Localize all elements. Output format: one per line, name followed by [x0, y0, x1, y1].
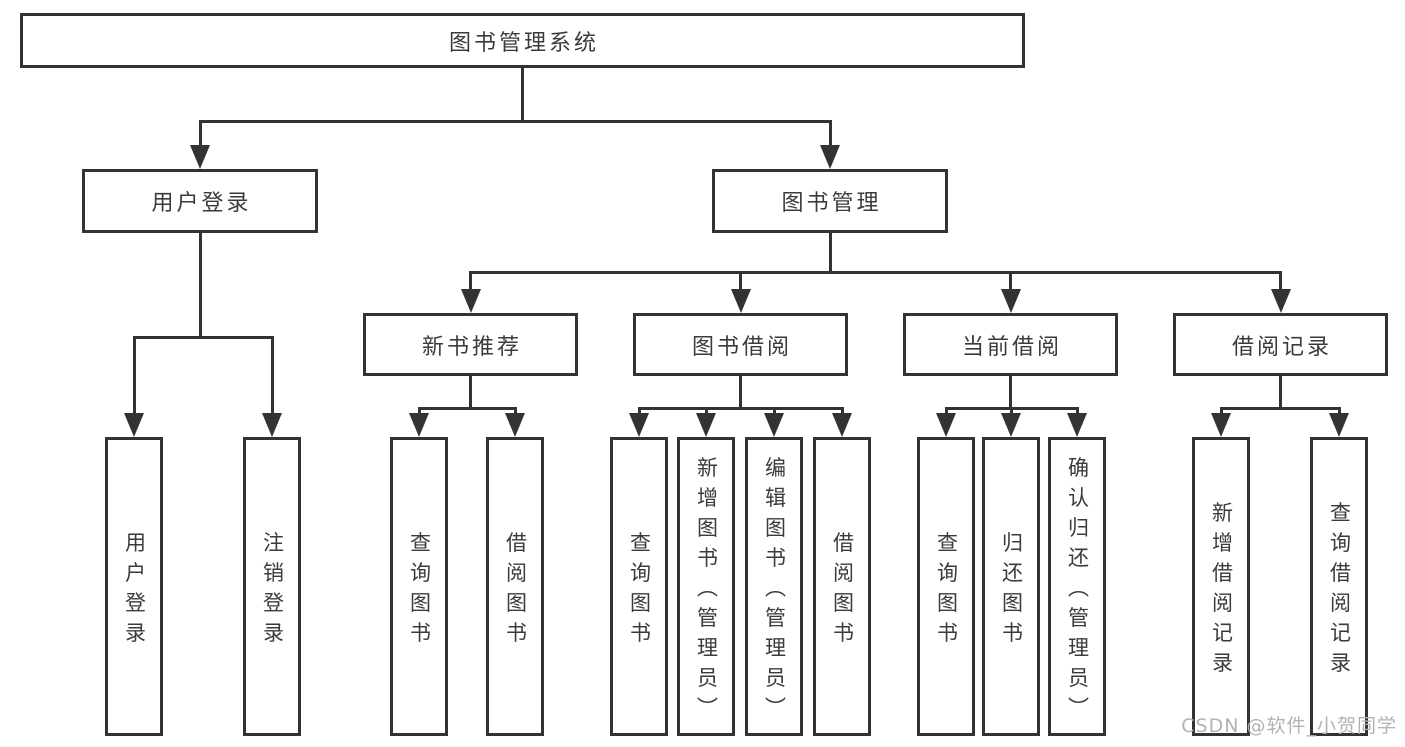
arrow-down-icon [820, 145, 840, 169]
arrow-down-icon [730, 289, 751, 313]
node-borrow-book-1-label: 借阅图书 [503, 531, 528, 651]
connector-line [1009, 271, 1012, 295]
node-current-borrow-label: 当前借阅 [961, 334, 1062, 360]
connector-line [469, 271, 472, 295]
node-book-borrow-label: 图书借阅 [691, 334, 792, 360]
node-logout-leaf-label: 注销登录 [260, 531, 285, 651]
node-query-borrow-record-label: 查询借阅记录 [1327, 501, 1352, 681]
node-query-book-2-label: 查询图书 [627, 531, 652, 651]
node-query-book-2: 查询图书 [610, 437, 668, 736]
arrow-down-icon [1001, 413, 1021, 437]
arrow-down-icon [505, 413, 525, 437]
node-user-login-leaf-label: 用户登录 [122, 531, 147, 651]
connector-line [1279, 271, 1282, 295]
arrow-down-icon [936, 413, 956, 437]
connector-line [198, 120, 202, 151]
node-logout-leaf: 注销登录 [243, 437, 301, 736]
arrow-down-icon [190, 145, 210, 169]
connector-line [739, 376, 742, 410]
arrow-down-icon [832, 413, 852, 437]
node-edit-book-label: 编辑图书（管理员） [762, 456, 787, 726]
node-borrow-book-2: 借阅图书 [813, 437, 871, 736]
arrow-down-icon [460, 289, 481, 313]
node-new-book-recommend: 新书推荐 [363, 313, 578, 376]
node-borrow-record-label: 借阅记录 [1231, 334, 1332, 360]
connector-line [1279, 376, 1282, 410]
arrow-down-icon [262, 413, 282, 437]
node-borrow-record: 借阅记录 [1173, 313, 1388, 376]
node-borrow-book-1: 借阅图书 [486, 437, 544, 736]
arrow-down-icon [409, 413, 429, 437]
node-add-book: 新增图书（管理员） [677, 437, 735, 736]
node-borrow-book-2-label: 借阅图书 [830, 531, 855, 651]
connector-line [198, 120, 832, 123]
connector-line [132, 336, 136, 419]
arrow-down-icon [629, 413, 649, 437]
watermark: CSDN @软件_小贺同学 [1181, 715, 1397, 737]
connector-line [1219, 407, 1341, 410]
node-add-book-label: 新增图书（管理员） [694, 456, 719, 726]
connector-line [828, 120, 832, 151]
connector-line [828, 233, 832, 274]
connector-line [637, 407, 844, 410]
node-new-book-recommend-label: 新书推荐 [421, 334, 522, 360]
arrow-down-icon [1329, 413, 1349, 437]
connector-line [270, 336, 274, 419]
node-return-book-label: 归还图书 [999, 531, 1024, 651]
connector-line [417, 407, 517, 410]
node-user-login-leaf: 用户登录 [105, 437, 163, 736]
node-query-book-3: 查询图书 [917, 437, 975, 736]
arrow-down-icon [764, 413, 784, 437]
node-confirm-return: 确认归还（管理员） [1048, 437, 1106, 736]
node-book-borrow: 图书借阅 [633, 313, 848, 376]
node-user-login: 用户登录 [82, 169, 318, 233]
arrow-down-icon [1270, 289, 1291, 313]
arrow-down-icon [1000, 289, 1021, 313]
node-current-borrow: 当前借阅 [903, 313, 1118, 376]
arrow-down-icon [124, 413, 144, 437]
node-edit-book: 编辑图书（管理员） [745, 437, 803, 736]
connector-line [1009, 376, 1012, 410]
node-query-book-1-label: 查询图书 [407, 531, 432, 651]
arrow-down-icon [1067, 413, 1087, 437]
node-root-label: 图书管理系统 [448, 30, 599, 56]
node-user-login-label: 用户登录 [151, 191, 252, 216]
node-query-book-3-label: 查询图书 [934, 531, 959, 651]
node-query-book-1: 查询图书 [390, 437, 448, 736]
node-book-management-label: 图书管理 [781, 191, 882, 216]
node-book-management: 图书管理 [712, 169, 948, 233]
arrow-down-icon [1211, 413, 1231, 437]
connector-line [469, 376, 472, 410]
connector-line [521, 68, 524, 123]
node-query-borrow-record: 查询借阅记录 [1310, 437, 1368, 736]
node-return-book: 归还图书 [982, 437, 1040, 736]
node-root: 图书管理系统 [20, 13, 1025, 68]
arrow-down-icon [696, 413, 716, 437]
connector-line [132, 336, 274, 339]
node-confirm-return-label: 确认归还（管理员） [1065, 456, 1090, 726]
connector-line [739, 271, 742, 295]
node-add-borrow-record-label: 新增借阅记录 [1209, 501, 1234, 681]
node-add-borrow-record: 新增借阅记录 [1192, 437, 1250, 736]
connector-line [469, 271, 1282, 274]
connector-line [198, 233, 202, 339]
